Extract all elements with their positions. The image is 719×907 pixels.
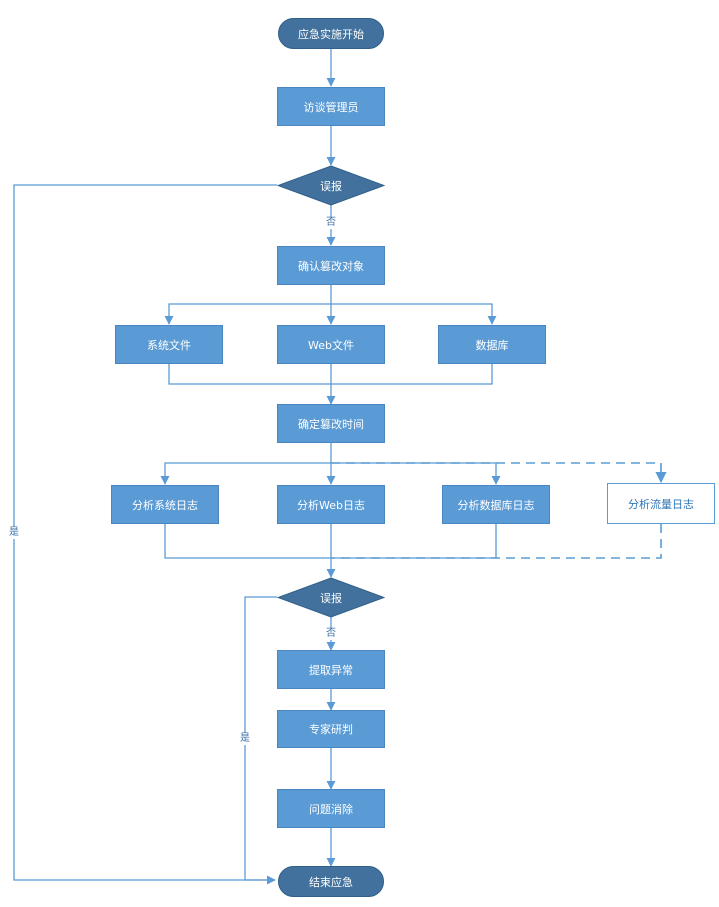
edge-traffic-split-dashed	[331, 462, 667, 484]
start-label: 应急实施开始	[298, 27, 364, 41]
edge-label-yes-1: 是	[8, 527, 20, 539]
web-files-label: Web文件	[308, 338, 354, 352]
edge-label-no-2: 否	[325, 628, 337, 640]
system-files-label: 系统文件	[147, 338, 191, 352]
analyze-traffic-log-box: 分析流量日志	[607, 483, 715, 524]
problem-fix-label: 问题消除	[309, 802, 353, 816]
extract-anomaly-box: 提取异常	[277, 650, 385, 689]
false-alarm-decision-1: 误报	[277, 165, 385, 206]
diamond-shape-2	[277, 577, 385, 618]
confirm-target-box: 确认篡改对象	[277, 246, 385, 285]
analyze-traffic-log-label: 分析流量日志	[628, 497, 694, 511]
edge-traffic-merge-dashed	[331, 524, 662, 559]
edge-analysis-right	[331, 462, 501, 485]
end-label: 结束应急	[309, 875, 353, 889]
edge-split-left	[164, 303, 331, 325]
confirm-time-label: 确定篡改时间	[298, 417, 364, 431]
edge-label-yes-2: 是	[239, 733, 251, 745]
analyze-system-log-label: 分析系统日志	[132, 498, 198, 512]
web-files-box: Web文件	[277, 325, 385, 364]
false-alarm-label-2: 误报	[320, 591, 342, 605]
edge-split-right	[331, 303, 497, 325]
system-files-box: 系统文件	[115, 325, 223, 364]
edge-analysis-left	[160, 462, 331, 485]
end-node: 结束应急	[278, 866, 384, 897]
edge-label-no-1: 否	[325, 217, 337, 229]
analyze-web-log-box: 分析Web日志	[277, 485, 385, 524]
expert-review-label: 专家研判	[309, 723, 353, 736]
problem-fix-box: 问题消除	[277, 789, 385, 828]
diamond-shape-1	[277, 165, 385, 206]
analyze-web-log-label: 分析Web日志	[297, 498, 365, 512]
confirm-time-box: 确定篡改时间	[277, 404, 385, 443]
interview-admin-box: 访谈管理员	[277, 87, 385, 126]
interview-admin-label: 访谈管理员	[303, 100, 359, 114]
false-alarm-label-1: 误报	[320, 179, 342, 193]
false-alarm-decision-2: 误报	[277, 577, 385, 618]
start-node: 应急实施开始	[278, 18, 384, 49]
analyze-system-log-box: 分析系统日志	[111, 485, 219, 524]
extract-anomaly-label: 提取异常	[309, 663, 353, 677]
database-label: 数据库	[475, 338, 509, 352]
edge-decision1-yes-end	[13, 184, 277, 885]
expert-review-box: 专家研判	[277, 710, 385, 748]
analyze-db-log-label: 分析数据库日志	[457, 498, 535, 512]
analyze-db-log-box: 分析数据库日志	[442, 485, 550, 524]
database-box: 数据库	[438, 325, 546, 364]
confirm-target-label: 确认篡改对象	[298, 259, 364, 273]
